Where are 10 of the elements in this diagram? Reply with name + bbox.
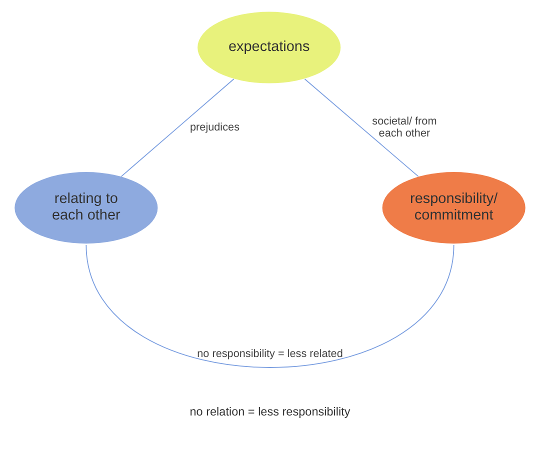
edge-label: no responsibility = less related bbox=[196, 348, 342, 360]
node-ellipse: expectations bbox=[197, 12, 340, 84]
connector bbox=[304, 78, 418, 177]
node-ellipse: relating to each other bbox=[14, 172, 158, 244]
connector bbox=[120, 78, 234, 177]
edge-label: prejudices bbox=[190, 121, 240, 134]
node-ellipse: responsibility/ commitment bbox=[382, 172, 525, 244]
label: no relation = less responsibility bbox=[189, 406, 350, 419]
connector bbox=[85, 244, 454, 368]
edge-label: societal/ from each other bbox=[372, 116, 436, 140]
